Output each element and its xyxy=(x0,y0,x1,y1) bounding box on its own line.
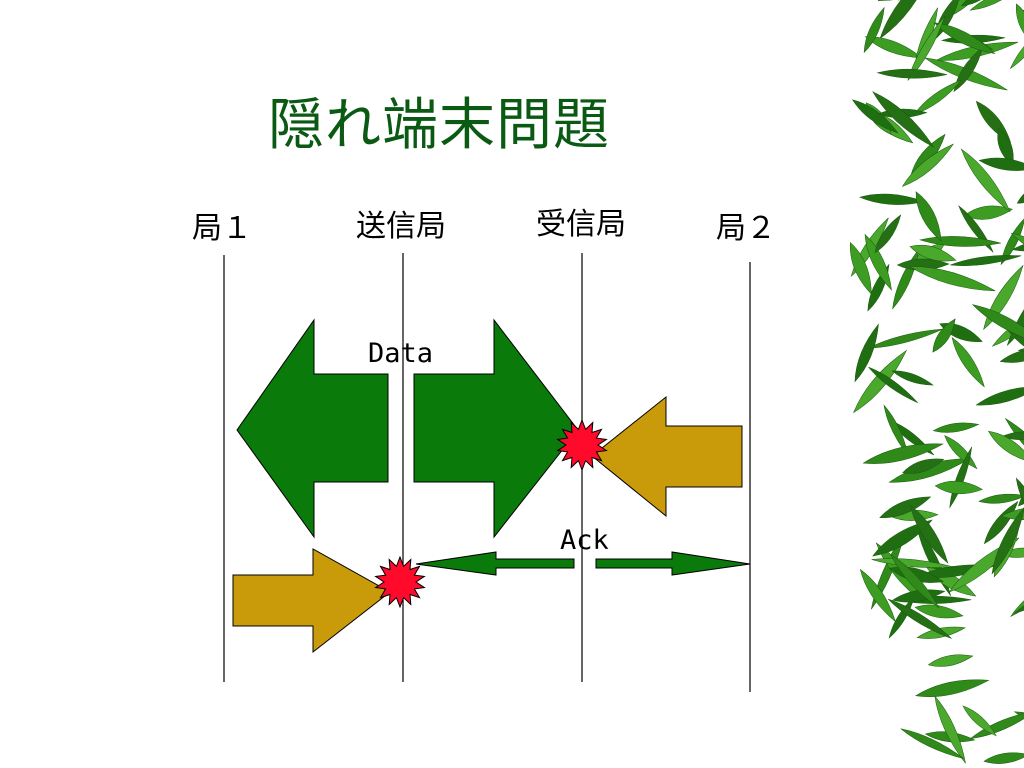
sender-station-label: 送信局 xyxy=(356,209,446,244)
bamboo-leaf xyxy=(991,308,1024,347)
bamboo-leaf xyxy=(978,157,1024,171)
bamboo-leaf xyxy=(991,506,1024,575)
bamboo-leaf xyxy=(978,493,1024,504)
receiver-station-label: 受信局 xyxy=(536,207,626,242)
bamboo-leaf xyxy=(913,79,963,115)
data-arrow-left xyxy=(236,318,389,539)
bamboo-leaf xyxy=(862,443,944,464)
bamboo-leaf xyxy=(900,728,964,759)
bamboo-decoration xyxy=(850,0,1024,764)
bamboo-leaf xyxy=(907,15,946,81)
bamboo-leaf xyxy=(1009,24,1024,70)
bamboo-leaf xyxy=(1014,572,1024,614)
bamboo-leaf xyxy=(902,458,945,474)
bamboo-leaf xyxy=(983,500,1019,545)
bamboo-leaf-cluster xyxy=(850,0,1024,764)
bamboo-leaf xyxy=(854,323,879,383)
bamboo-leaf xyxy=(858,193,926,205)
bamboo-leaf xyxy=(909,244,957,262)
bamboo-leaf xyxy=(909,504,949,564)
bamboo-leaf xyxy=(999,348,1024,363)
station-2-label: 局２ xyxy=(716,211,776,246)
data-arrow-right xyxy=(413,318,579,539)
bamboo-leaf xyxy=(963,205,1013,220)
bamboo-leaf xyxy=(851,99,899,134)
bamboo-leaf xyxy=(891,370,934,386)
bamboo-leaf xyxy=(1001,431,1024,440)
bamboo-leaf xyxy=(892,589,946,603)
bamboo-leaf xyxy=(960,148,1011,212)
bamboo-leaf xyxy=(901,143,954,187)
slide-title: 隠れ端末問題 xyxy=(268,93,610,158)
bamboo-leaf xyxy=(988,430,1024,464)
bamboo-leaf xyxy=(950,255,1022,266)
bamboo-leaf xyxy=(874,214,902,254)
bamboo-leaf xyxy=(863,6,885,54)
bamboo-leaf xyxy=(927,654,974,667)
bamboo-leaf xyxy=(853,349,908,414)
interfering-arrow-station-1 xyxy=(232,548,391,654)
bamboo-leaf xyxy=(859,568,896,623)
bamboo-leaf xyxy=(914,679,990,698)
bamboo-leaf xyxy=(932,422,980,433)
bamboo-leaf xyxy=(890,554,940,609)
ack-arrow-right xyxy=(595,551,751,576)
bamboo-leaf xyxy=(876,68,948,79)
bamboo-leaf xyxy=(872,91,935,148)
bamboo-leaf xyxy=(934,481,983,495)
data-label: Data xyxy=(368,338,434,369)
bamboo-leaf xyxy=(896,258,950,271)
bamboo-leaf xyxy=(934,695,966,764)
bamboo-leaf xyxy=(1016,180,1024,204)
bamboo-leaf xyxy=(879,496,932,518)
bamboo-leaf xyxy=(850,241,872,295)
bamboo-leaf xyxy=(915,191,942,242)
bamboo-leaf xyxy=(951,337,985,388)
bamboo-leaf xyxy=(975,386,1024,406)
interfering-arrow-station-2 xyxy=(591,395,743,518)
ack-arrow-left xyxy=(415,551,575,576)
collision-burst-receiver xyxy=(556,418,608,472)
bamboo-leaf xyxy=(867,328,944,349)
ack-label: Ack xyxy=(560,525,609,556)
bamboo-leaf xyxy=(1015,3,1024,46)
bamboo-leaf xyxy=(888,598,952,639)
bamboo-leaf xyxy=(908,266,996,292)
bamboo-leaf xyxy=(983,752,1024,764)
bamboo-leaf xyxy=(1000,217,1024,266)
bamboo-leaf xyxy=(971,304,1024,346)
bamboo-leaf xyxy=(969,0,1019,11)
bamboo-leaf xyxy=(868,366,918,403)
station-1-label: 局１ xyxy=(192,211,252,246)
bamboo-leaf xyxy=(872,519,933,557)
bamboo-leaf xyxy=(1010,576,1024,618)
bamboo-leaf xyxy=(1013,711,1024,740)
bamboo-leaf xyxy=(914,604,964,619)
bamboo-leaf xyxy=(1015,477,1024,526)
bamboo-leaf xyxy=(932,318,956,353)
bamboo-leaf xyxy=(935,41,1019,61)
bamboo-leaf xyxy=(879,0,933,40)
collision-burst-sender xyxy=(374,555,426,609)
bamboo-leaf xyxy=(960,0,998,7)
bamboo-leaf xyxy=(933,22,996,55)
bamboo-leaf xyxy=(962,705,997,737)
